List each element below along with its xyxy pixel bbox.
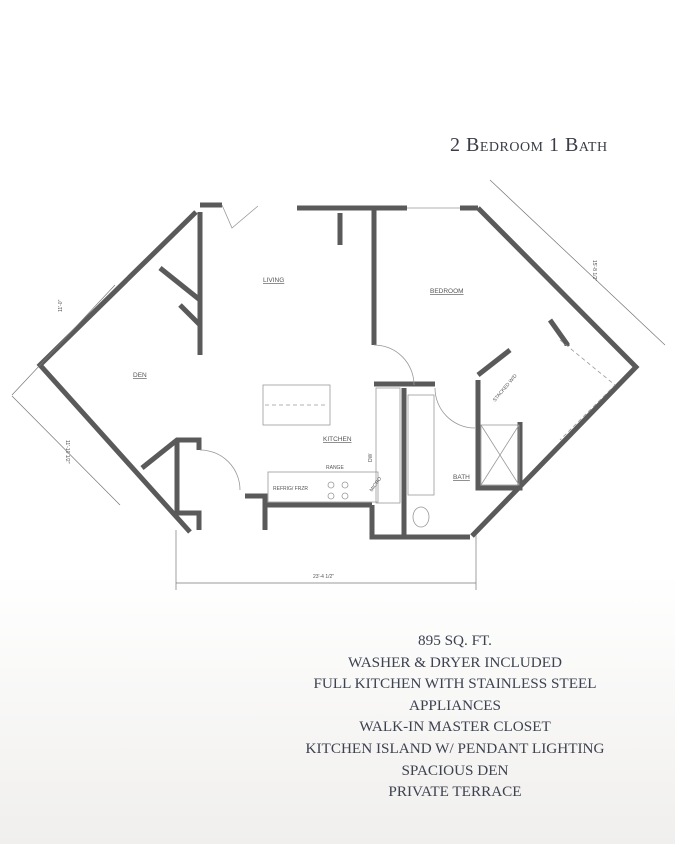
- room-label-kitchen: KITCHEN: [323, 436, 352, 443]
- feature-item: PRIVATE TERRACE: [388, 783, 522, 801]
- kitchen-island: [262, 384, 331, 426]
- den-closet-wall-2: [178, 303, 202, 327]
- bedroom-closet-wall: [547, 318, 570, 346]
- bath-bottom-wall: [369, 505, 470, 540]
- feature-item: APPLIANCES: [409, 696, 501, 714]
- shower: [480, 424, 520, 486]
- room-label-bedroom: BEDROOM: [430, 288, 464, 295]
- features-list: 895 SQ. FT. WASHER & DRYER INCLUDED FULL…: [290, 630, 620, 803]
- feature-item: 895 SQ. FT.: [418, 632, 492, 649]
- feature-item: SPACIOUS DEN: [401, 761, 509, 779]
- dimension-lines: [11, 179, 666, 590]
- fixture-dishwasher: DW: [368, 453, 374, 462]
- room-label-den: DEN: [133, 372, 147, 379]
- toilet: [412, 506, 430, 528]
- feature-item: WALK-IN MASTER CLOSET: [359, 718, 551, 736]
- dimension-den-lower: 11'-10 1/2": [64, 440, 70, 464]
- kitchen-counter: [267, 471, 379, 503]
- bedroom-outer-wall: [470, 206, 640, 538]
- fixtures-lines: [199, 204, 616, 528]
- vanity: [407, 394, 435, 496]
- wd-closet-wall: [476, 348, 512, 377]
- fixture-refrigerator: REFRIG/ FRZR: [273, 486, 308, 492]
- fixture-range: RANGE: [326, 465, 344, 471]
- fixture-washer-dryer: STACKED W/D: [492, 373, 519, 403]
- den-lower-closet: [140, 437, 202, 470]
- plan-title: 2 Bedroom 1 Bath: [450, 134, 608, 156]
- walls: [36, 202, 640, 540]
- dimension-overall-width: 23'-4 1/2": [313, 574, 334, 580]
- den-closet-wall: [158, 266, 202, 302]
- feature-item: FULL KITCHEN WITH STAINLESS STEEL: [313, 675, 597, 693]
- feature-item: KITCHEN ISLAND W/ PENDANT LIGHTING: [305, 739, 605, 757]
- den-outer-wall: [36, 210, 198, 534]
- dimension-bedroom: 15'-8 1/2": [591, 260, 597, 281]
- dimension-den-upper: 11'-0": [58, 299, 64, 312]
- feature-item: WASHER & DRYER INCLUDED: [348, 653, 562, 671]
- sink-counter: [375, 387, 401, 504]
- kitchen-bottom-wall: [245, 493, 372, 508]
- room-label-living: LIVING: [263, 277, 284, 284]
- room-label-bath: BATH: [453, 474, 470, 481]
- den-lower-closet-2: [174, 440, 202, 524]
